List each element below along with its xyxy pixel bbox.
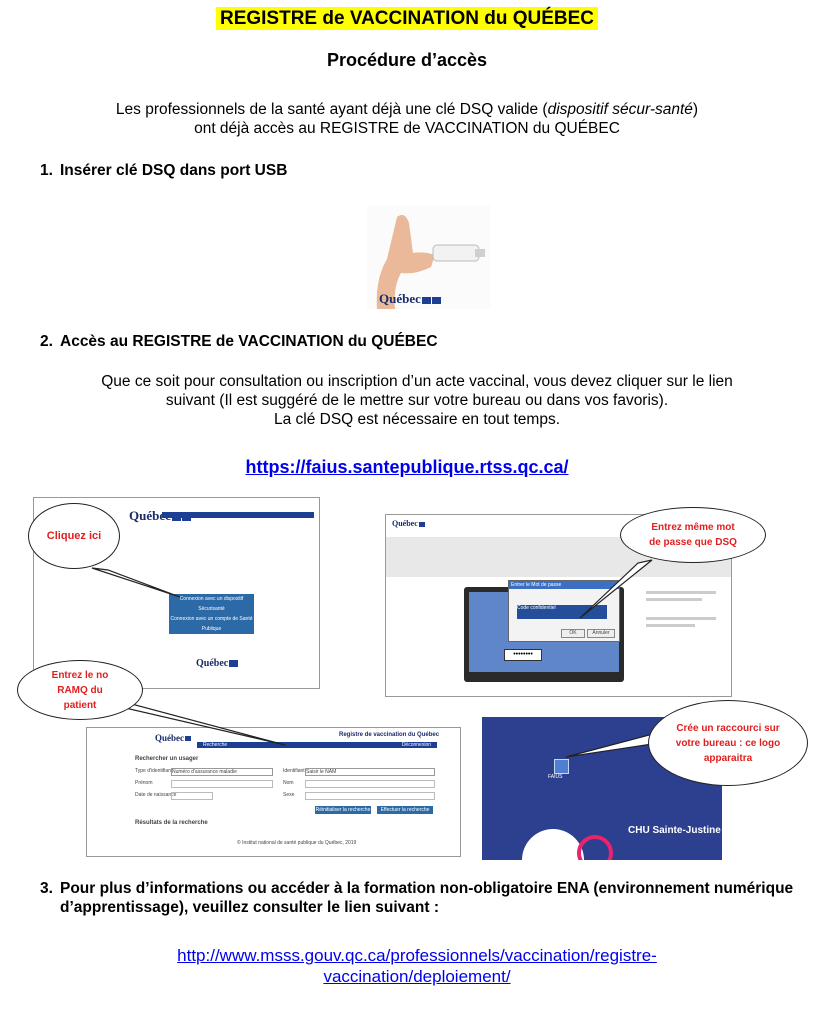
firstname-label: Prénom (135, 780, 153, 786)
dob-input[interactable] (171, 792, 213, 800)
callout-same-password: Entrez même mot de passe que DSQ (620, 507, 766, 563)
sex-select[interactable] (305, 792, 435, 800)
id-type-select[interactable]: Numéro d'assurance maladie (171, 768, 273, 776)
connect-dsq-button[interactable]: Connexion avec un dispositif Sécurisanté (169, 594, 254, 614)
reset-search-button[interactable]: Réinitialiser la recherche (315, 806, 371, 814)
identifier-input[interactable]: Saisir le NAM (305, 768, 435, 776)
msss-link-line2[interactable]: vaccination/deploiement/ (323, 967, 511, 986)
header-bar (162, 512, 314, 518)
nav-search[interactable]: Recherche (203, 742, 228, 748)
quebec-logo: Québec (379, 291, 441, 307)
password-dialog: Entrer le Mot de passe Code confidentiel… (508, 580, 620, 642)
quebec-logo: Québec (155, 733, 191, 743)
pin-field[interactable]: Code confidentiel (517, 605, 607, 619)
step-2-heading: 2.Accès au REGISTRE de VACCINATION du QU… (40, 333, 438, 350)
nav-logout[interactable]: Déconnexion (401, 742, 431, 748)
registry-header: Registre de vaccination du Québec (339, 732, 440, 738)
faius-link[interactable]: https://faius.santepublique.rtss.qc.ca/ (245, 457, 569, 477)
chu-label: CHU Sainte-Justine (628, 825, 721, 836)
lastname-input[interactable] (305, 780, 435, 788)
nav-bar: Recherche Déconnexion (197, 742, 437, 748)
results-section-title: Résultats de la recherche (135, 820, 208, 826)
document-title: REGISTRE de VACCINATION du QUÉBEC (0, 7, 814, 30)
quebec-logo: Québec (392, 519, 425, 528)
search-section-title: Rechercher un usager (135, 756, 199, 762)
screenshot-patient-search: Québec Registre de vaccination du Québec… (86, 727, 461, 857)
sex-label: Sexe (283, 792, 295, 798)
id-type-label: Type d'identifiant (135, 768, 173, 774)
step-3-heading: 3. Pour plus d’informations ou accéder à… (40, 880, 794, 916)
connect-account-button[interactable]: Connexion avec un compte de Santé Publiq… (169, 614, 254, 634)
instruction-text-block (646, 587, 716, 647)
callout-click-here: Cliquez ici (28, 503, 120, 569)
dob-label: Date de naissance (135, 792, 177, 798)
password-display: •••••••• (504, 649, 542, 661)
step-1-heading: 1.Insérer clé DSQ dans port USB (40, 162, 288, 179)
hand-holding-usb-icon (376, 215, 485, 309)
lastname-label: Nom (283, 780, 294, 786)
intro-paragraph: Les professionnels de la santé ayant déj… (115, 101, 699, 137)
cancel-button[interactable]: Annuler (587, 629, 615, 638)
run-search-button[interactable]: Effectuer la recherche (377, 806, 433, 814)
shortcut-label: FAIUS (548, 774, 563, 780)
usb-key-photo: Québec (367, 205, 490, 309)
document-subtitle: Procédure d’accès (326, 50, 488, 70)
firstname-input[interactable] (171, 780, 273, 788)
callout-ramq: Entrez le no RAMQ du patient (17, 660, 143, 720)
faius-shortcut-icon[interactable] (554, 759, 569, 774)
callout-shortcut: Crée un raccourci sur votre bureau : ce … (648, 700, 808, 786)
ok-button[interactable]: OK (561, 629, 585, 638)
msss-link-container: http://www.msss.gouv.qc.ca/professionnel… (60, 945, 774, 987)
footer-copyright: © Institut national de santé publique du… (237, 840, 357, 846)
msss-link-line1[interactable]: http://www.msss.gouv.qc.ca/professionnel… (177, 946, 657, 965)
dialog-title: Entrer le Mot de passe (509, 581, 619, 589)
identifier-label: Identifiant (283, 768, 305, 774)
faius-link-container: https://faius.santepublique.rtss.qc.ca/ (0, 457, 814, 478)
quebec-footer-logo: Québec (196, 658, 239, 669)
step-2-instructions: Que ce soit pour consultation ou inscrip… (101, 373, 733, 428)
